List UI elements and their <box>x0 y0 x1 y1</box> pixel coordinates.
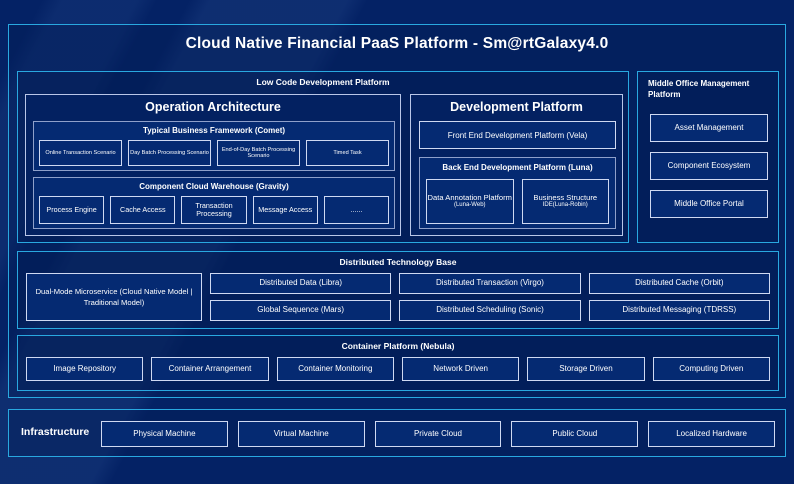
component-cloud-warehouse-title: Component Cloud Warehouse (Gravity) <box>139 182 289 191</box>
middle-office-items: Asset Management Component Ecosystem Mid… <box>650 114 768 218</box>
back-end-items: Data Annotation Platform (Luna-Web) Busi… <box>426 179 609 224</box>
warehouse-item[interactable]: Cache Access <box>110 196 176 224</box>
development-platform-panel: Development Platform Front End Developme… <box>410 94 623 236</box>
operation-architecture-panel: Operation Architecture Typical Business … <box>25 94 401 236</box>
typical-business-framework-panel: Typical Business Framework (Comet) Onlin… <box>33 121 395 171</box>
container-platform-panel: Container Platform (Nebula) Image Reposi… <box>17 335 779 391</box>
component-cloud-warehouse-items: Process Engine Cache Access Transaction … <box>39 196 390 224</box>
component-cloud-warehouse-panel: Component Cloud Warehouse (Gravity) Proc… <box>33 177 395 229</box>
distributed-item[interactable]: Distributed Data (Libra) <box>210 273 392 294</box>
back-end-development-platform-title: Back End Development Platform (Luna) <box>442 163 593 172</box>
container-platform-items: Image Repository Container Arrangement C… <box>26 357 770 381</box>
container-item[interactable]: Network Driven <box>401 357 520 381</box>
infrastructure-label: Infrastructure <box>21 426 90 438</box>
business-framework-item[interactable]: Day Batch Processing Scenario <box>128 140 211 166</box>
distributed-technology-base-title: Distributed Technology Base <box>339 257 457 267</box>
container-platform-title: Container Platform (Nebula) <box>341 341 455 351</box>
platform-frame: Cloud Native Financial PaaS Platform - S… <box>8 24 786 398</box>
distributed-column: Distributed Data (Libra) Global Sequence… <box>210 273 392 321</box>
operation-architecture-title: Operation Architecture <box>145 100 281 114</box>
back-end-item-sub: IDE(Luna-Robin) <box>542 202 588 209</box>
business-framework-item[interactable]: Online Transaction Scenario <box>39 140 122 166</box>
warehouse-item[interactable]: Process Engine <box>39 196 105 224</box>
middle-office-management-platform-panel: Middle Office Management Platform Asset … <box>637 71 779 243</box>
warehouse-item[interactable]: Message Access <box>252 196 318 224</box>
distributed-item[interactable]: Distributed Cache (Orbit) <box>588 273 770 294</box>
dual-mode-microservice-chip[interactable]: Dual-Mode Microservice (Cloud Native Mod… <box>26 273 202 321</box>
warehouse-item[interactable]: Transaction Processing <box>181 196 247 224</box>
infrastructure-item[interactable]: Virtual Machine <box>237 421 365 447</box>
middle-office-item[interactable]: Asset Management <box>650 114 768 142</box>
back-end-item[interactable]: Data Annotation Platform (Luna-Web) <box>426 179 514 224</box>
container-item[interactable]: Image Repository <box>26 357 144 381</box>
front-end-development-platform-chip[interactable]: Front End Development Platform (Vela) <box>419 121 616 149</box>
infrastructure-panel: Infrastructure Physical Machine Virtual … <box>8 409 786 457</box>
infrastructure-item[interactable]: Private Cloud <box>374 421 502 447</box>
middle-office-item[interactable]: Middle Office Portal <box>650 190 768 218</box>
page-title: Cloud Native Financial PaaS Platform - S… <box>185 35 609 52</box>
middle-office-item[interactable]: Component Ecosystem <box>650 152 768 180</box>
low-code-development-platform-panel: Low Code Development Platform Operation … <box>17 71 629 243</box>
infrastructure-item[interactable]: Physical Machine <box>101 421 228 447</box>
back-end-item-name: Data Annotation Platform <box>427 192 512 202</box>
infrastructure-item[interactable]: Public Cloud <box>511 421 639 447</box>
distributed-item[interactable]: Distributed Scheduling (Sonic) <box>399 300 581 321</box>
development-platform-title: Development Platform <box>450 100 583 114</box>
typical-business-framework-items: Online Transaction Scenario Day Batch Pr… <box>39 140 389 166</box>
typical-business-framework-title: Typical Business Framework (Comet) <box>142 126 286 135</box>
container-item[interactable]: Container Arrangement <box>151 357 269 381</box>
back-end-item-name: Business Structure <box>533 192 598 202</box>
business-framework-item[interactable]: End-of-Day Batch Processing Scenario <box>217 140 300 166</box>
back-end-item-sub: (Luna-Web) <box>453 202 486 209</box>
warehouse-item-more[interactable]: ...... <box>323 196 390 224</box>
low-code-platform-title: Low Code Development Platform <box>256 77 390 87</box>
distributed-column: Distributed Cache (Orbit) Distributed Me… <box>588 273 770 321</box>
business-framework-item[interactable]: Timed Task <box>306 140 389 166</box>
distributed-item[interactable]: Distributed Transaction (Virgo) <box>399 273 581 294</box>
infrastructure-item[interactable]: Localized Hardware <box>648 421 775 447</box>
middle-office-title: Middle Office Management Platform <box>648 79 750 99</box>
container-item[interactable]: Container Monitoring <box>276 357 394 381</box>
distributed-technology-base-items: Dual-Mode Microservice (Cloud Native Mod… <box>26 273 770 321</box>
infrastructure-items: Physical Machine Virtual Machine Private… <box>101 421 775 447</box>
back-end-item[interactable]: Business Structure IDE(Luna-Robin) <box>521 179 609 224</box>
container-item[interactable]: Storage Driven <box>527 357 645 381</box>
container-item[interactable]: Computing Driven <box>652 357 770 381</box>
distributed-technology-base-panel: Distributed Technology Base Dual-Mode Mi… <box>17 251 779 329</box>
back-end-development-platform-panel: Back End Development Platform (Luna) Dat… <box>419 157 616 229</box>
distributed-column: Distributed Transaction (Virgo) Distribu… <box>399 273 581 321</box>
distributed-item[interactable]: Global Sequence (Mars) <box>210 300 392 321</box>
distributed-item[interactable]: Distributed Messaging (TDRSS) <box>588 300 770 321</box>
